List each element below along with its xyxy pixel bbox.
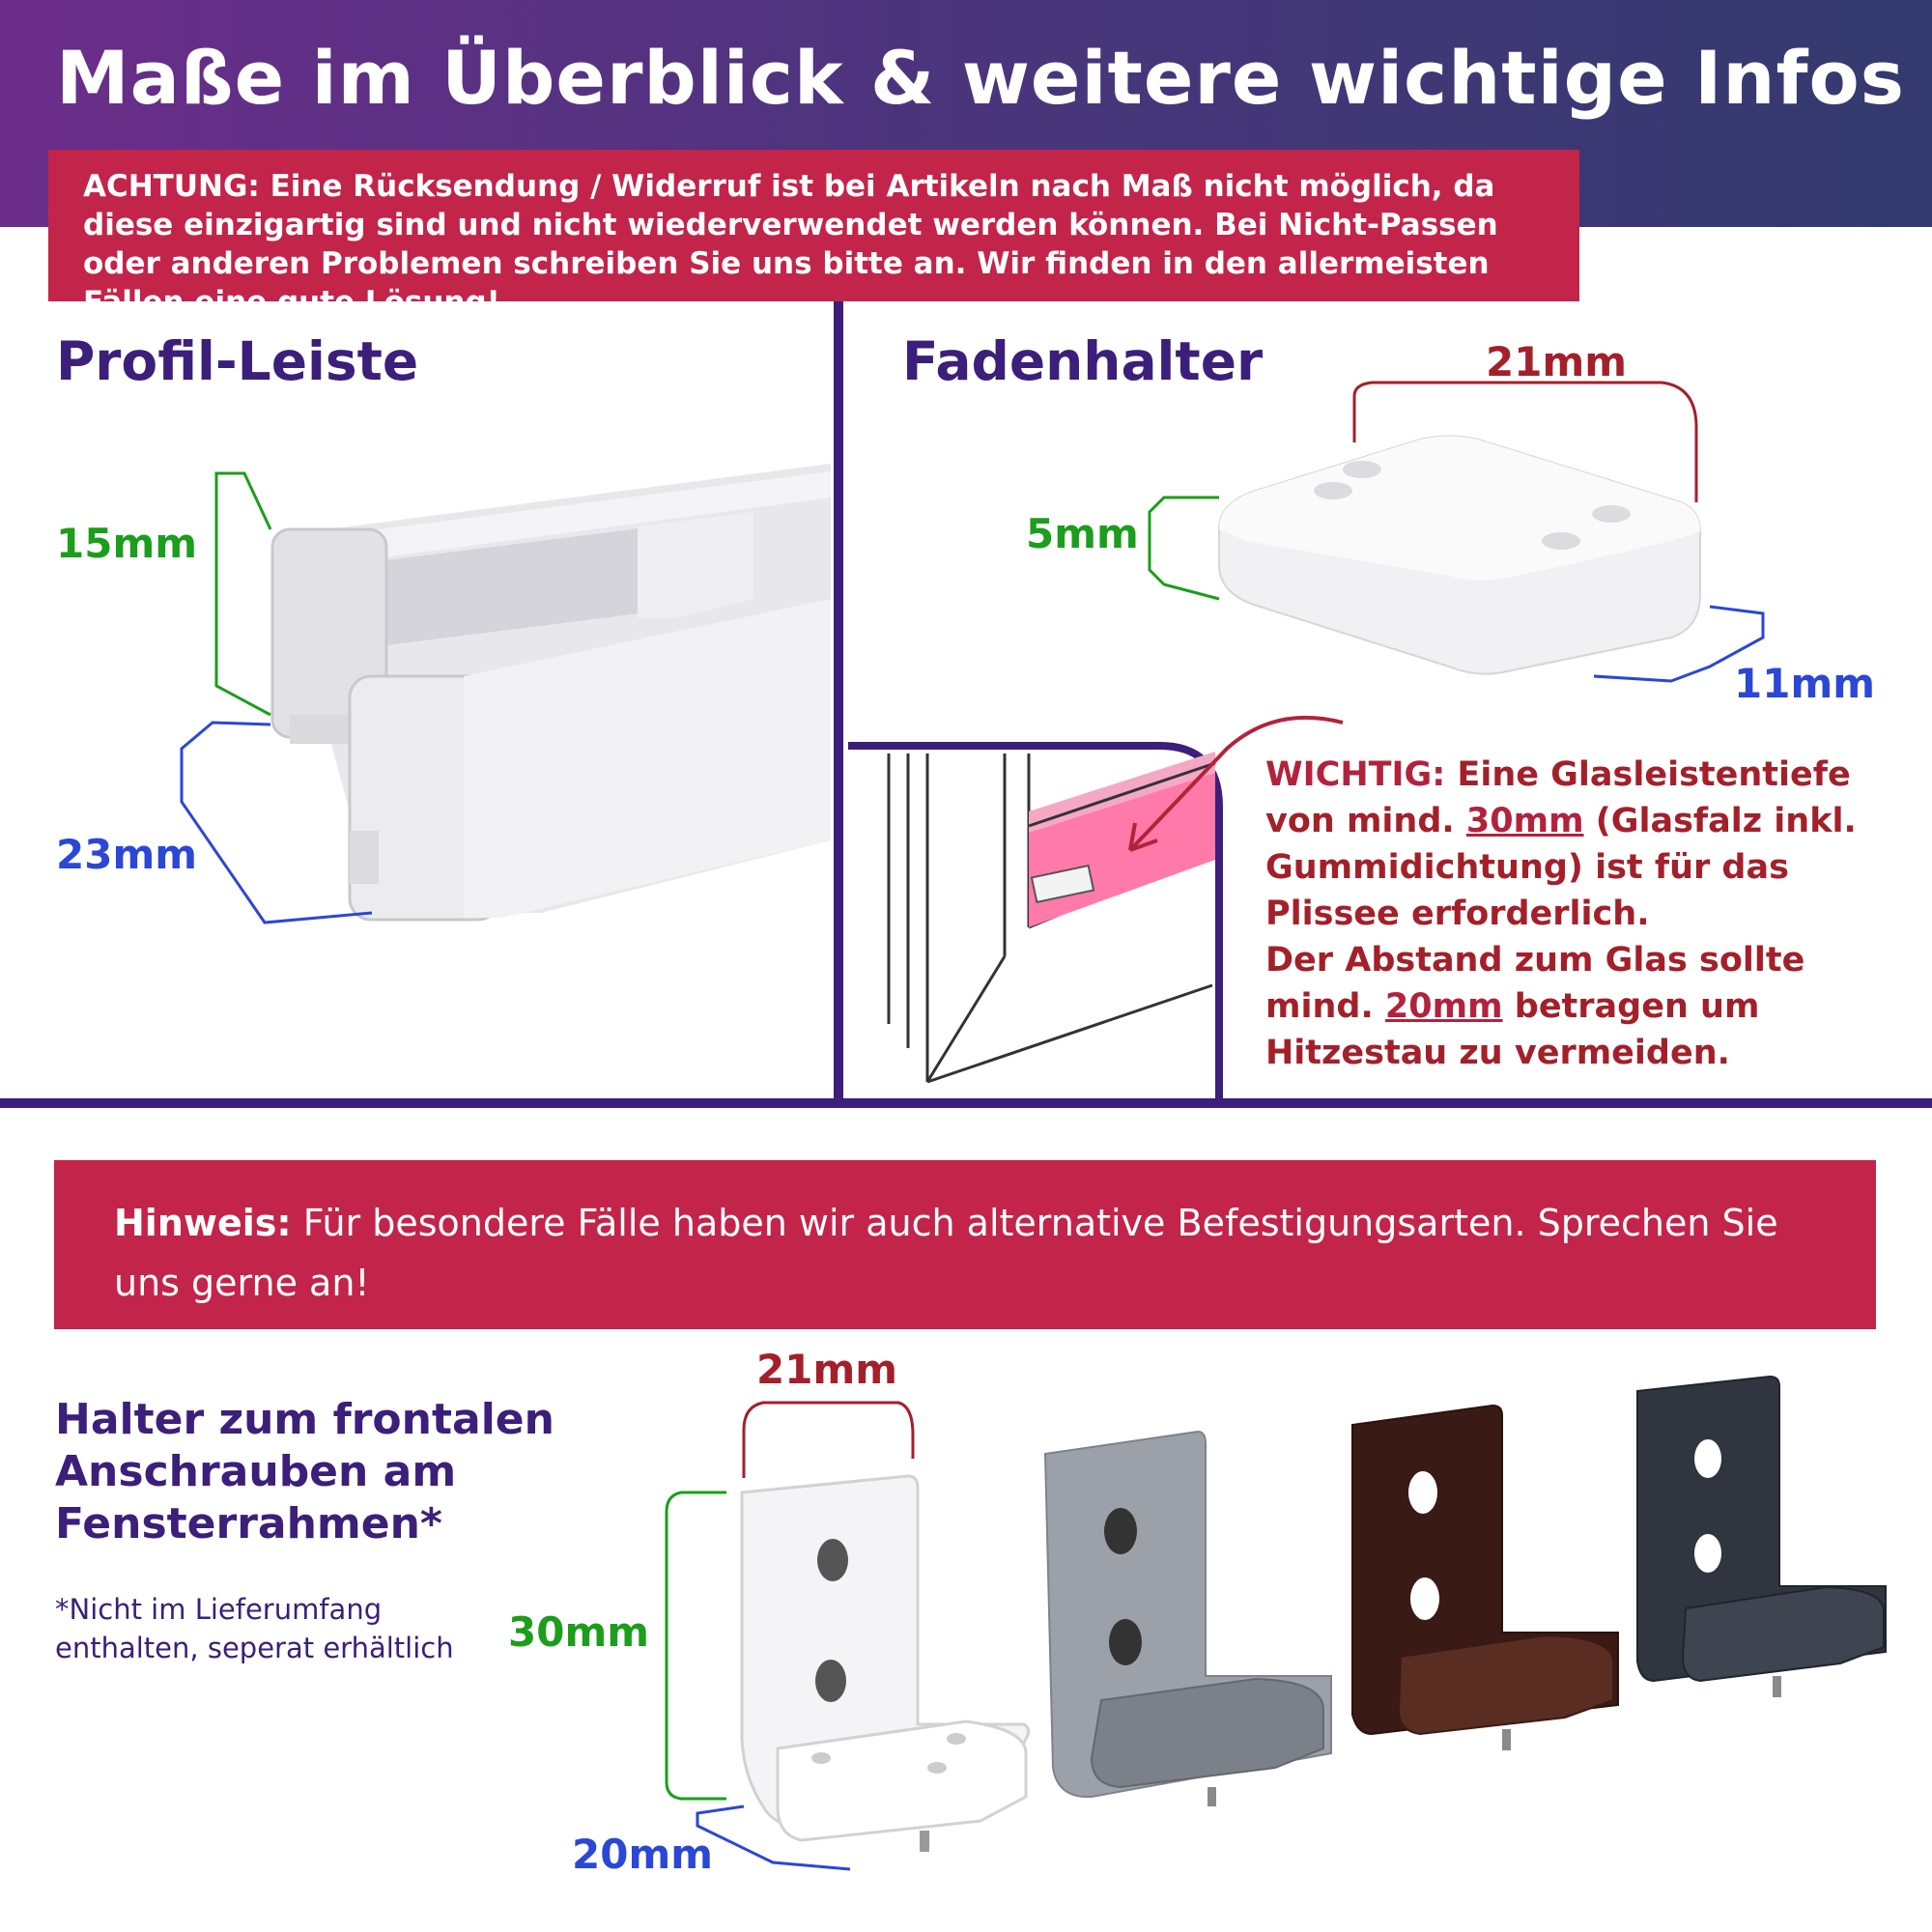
profile-title: Profil-Leiste <box>56 330 419 392</box>
profile-height-label: 15mm <box>56 520 197 567</box>
frontal-width-bracket <box>742 1401 915 1478</box>
profile-height-bracket <box>214 471 272 717</box>
page-title: Maße im Überblick & weitere wichtige Inf… <box>56 35 1905 121</box>
bracket-grey-image <box>1043 1430 1332 1806</box>
important-label: WICHTIG: <box>1265 755 1446 794</box>
frontal-height-label: 30mm <box>508 1608 649 1656</box>
frontal-height-bracket <box>665 1491 726 1801</box>
important-value-30mm: 30mm <box>1465 802 1584 840</box>
holder-width-label: 21mm <box>1486 338 1627 385</box>
holder-depth-label: 11mm <box>1734 660 1875 707</box>
frontal-depth-label: 20mm <box>572 1831 713 1878</box>
holder-height-bracket <box>1148 496 1220 601</box>
frontal-footnote: *Nicht im Lieferumfang enthalten, sepera… <box>55 1593 454 1664</box>
window-frame-inset <box>848 742 1223 1101</box>
thread-holder-image <box>1218 435 1701 675</box>
holder-width-bracket <box>1352 381 1698 502</box>
important-value-20mm: 20mm <box>1384 987 1503 1026</box>
holder-depth-bracket <box>1593 605 1765 683</box>
frontal-width-label: 21mm <box>756 1346 897 1393</box>
profile-depth-bracket <box>180 721 373 924</box>
holder-height-label: 5mm <box>1026 510 1139 557</box>
bracket-brown-image <box>1351 1404 1619 1750</box>
hint-label: Hinweis: <box>114 1202 292 1244</box>
frontal-depth-bracket <box>696 1804 851 1871</box>
bracket-white-image <box>740 1474 1031 1852</box>
important-arrow <box>1128 715 1344 852</box>
hint-box: Hinweis: Für besondere Fälle haben wir a… <box>54 1160 1876 1329</box>
important-note: WICHTIG: Eine Glasleistentiefe von mind.… <box>1265 755 1857 1072</box>
thread-holder-title: Fadenhalter <box>902 330 1264 392</box>
profile-rail-image <box>270 464 831 922</box>
bracket-anthracite-image <box>1636 1375 1887 1697</box>
warning-box: ACHTUNG: Eine Rücksendung / Widerruf ist… <box>48 150 1579 320</box>
frontal-holder-title: Halter zum frontalen Anschrauben am Fens… <box>55 1395 554 1548</box>
profile-depth-label: 23mm <box>56 831 197 878</box>
